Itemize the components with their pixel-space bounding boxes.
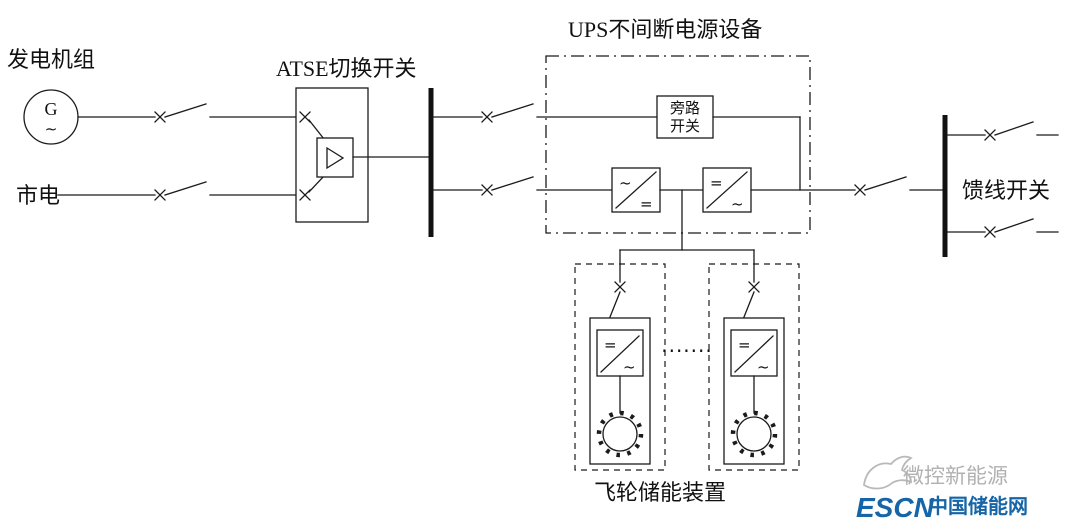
ups-bypass-input-line-with-switch [432,103,658,123]
feeder-label: 馈线开关 [962,178,1050,203]
generator-wave-icon: ∼ [45,120,58,138]
dc-symbol: = [738,336,751,354]
generator-g-letter: G [45,99,58,119]
dove-logo-icon [863,455,913,490]
generator-feed-line-with-switch [77,103,297,123]
mains-feed-line-with-switch [57,181,297,201]
atse-triangle-icon [326,146,345,170]
ac-symbol: ~ [731,195,744,213]
mains-label: 市电 [16,183,60,208]
flywheel-unit-1-converter: = ~ [596,329,644,377]
dc-drop-tee-line [619,189,755,251]
atse-label: ATSE切换开关 [276,56,417,81]
watermark: 微控新能源 ESCN 中国储能网 [856,455,1028,523]
atse-transfer-switch [295,87,432,223]
flywheel-unit-2: = ~ [708,249,800,471]
generator-label: 发电机组 [7,47,95,72]
dc-symbol: = [640,195,653,213]
dc-symbol: = [604,336,617,354]
flywheel-unit-2-converter: = ~ [730,329,778,377]
atse-internal-contacts [299,111,325,201]
flywheel-caption: 飞轮储能装置 [594,480,726,505]
bypass-output-line [712,116,801,191]
bypass-label-line2: 开关 [670,118,700,135]
ellipsis-between-units: ······· [661,339,713,363]
atse-logic-box [316,137,354,178]
dc-symbol: = [710,174,723,192]
feeder-branch-bottom [946,218,1059,238]
ups-rectifier-input-line-with-switch [432,176,613,196]
generator-symbol-circle: G ∼ [23,89,79,145]
inverter-converter-box: = ~ [702,167,752,213]
ac-symbol: ~ [623,358,636,376]
bypass-switch-box: 旁路 开关 [656,95,714,139]
watermark-site: 中国储能网 [928,494,1028,518]
watermark-brand: 微控新能源 [903,465,1008,488]
watermark-escn: ESCN [856,492,935,523]
ups-output-line-with-switch [750,176,944,196]
ac-symbol: ~ [619,174,632,192]
ups-label: UPS不间断电源设备 [568,17,762,42]
rectifier-converter-box: ~ = [611,167,661,213]
bypass-label-line1: 旁路 [670,100,700,117]
flywheel-unit-1: = ~ [574,249,666,471]
feeder-branch-top [946,121,1059,141]
ups-enclosure-box [545,55,811,234]
ac-symbol: ~ [757,358,770,376]
